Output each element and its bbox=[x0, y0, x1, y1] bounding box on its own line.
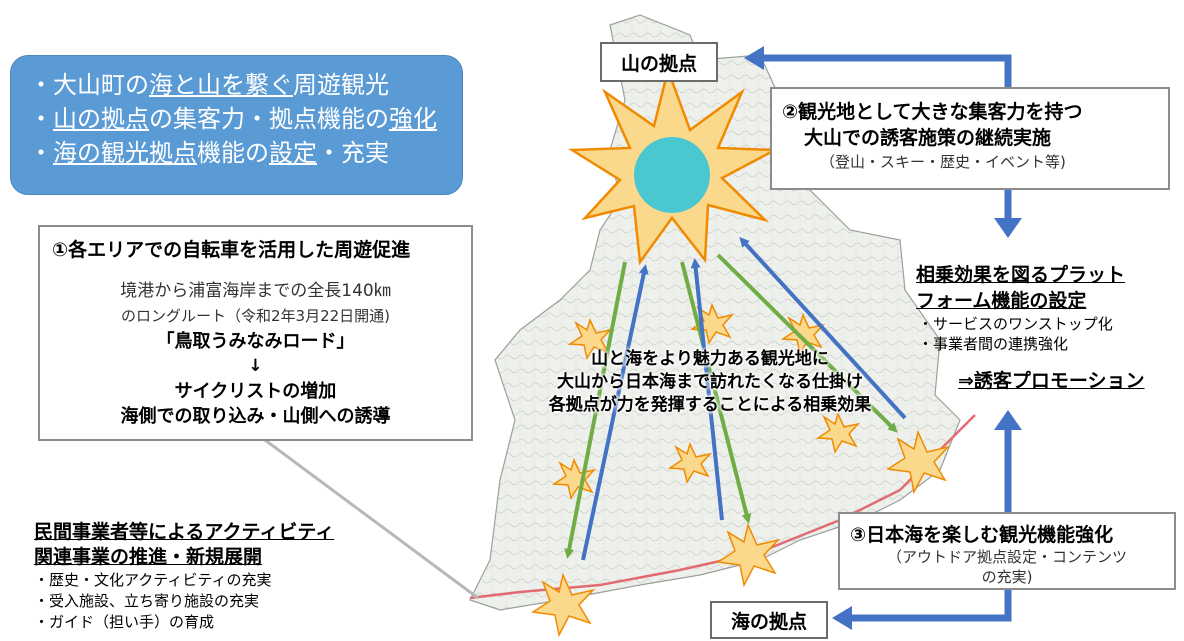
flow-arrows bbox=[564, 237, 907, 561]
platform-title-1: 相乗効果を図るプラット bbox=[916, 264, 1126, 286]
daisen-box-line-1: ②観光地として大きな集客力を持つ bbox=[782, 101, 1083, 123]
mountain-hub-label: 山の拠点 bbox=[600, 42, 718, 82]
cycling-box-road-name: 「鳥取うみなみロード」 bbox=[156, 331, 355, 352]
cycling-box: ①各エリアでの自転車を活用した周遊促進 境港から浦富海岸までの全長140㎞ のロ… bbox=[38, 225, 473, 441]
blue-arrow bbox=[581, 264, 649, 561]
small-star bbox=[667, 441, 713, 484]
sea-tourism-box-line-1: ③日本海を楽しむ観光機能強化 bbox=[850, 524, 1114, 546]
sea-star bbox=[715, 522, 781, 588]
cycling-box-line-5: 海側での取り込み・山側への誘導 bbox=[120, 406, 391, 427]
blue-arrow bbox=[739, 237, 907, 420]
center-line-2: 大山から日本海まで訪れたくなる仕掛け bbox=[557, 372, 863, 392]
activity-title-1: 民間事業者等によるアクティビティ bbox=[34, 521, 335, 543]
promotion-label: ⇒誘客プロモーション bbox=[958, 370, 1145, 392]
cycling-box-arrow: ↓ bbox=[248, 356, 263, 376]
platform-item-1: ・サービスのワンストップ化 bbox=[918, 315, 1113, 333]
platform-section: 相乗効果を図るプラット フォーム機能の設定 ・サービスのワンストップ化 ・事業者… bbox=[916, 262, 1176, 354]
activity-item-3: ・ガイド（担い手）の育成 bbox=[34, 613, 215, 631]
sea-hub-label: 海の拠点 bbox=[710, 601, 828, 639]
center-line-3: 各拠点が力を発揮することによる相乗効果 bbox=[548, 395, 872, 415]
arrow-to-sea-hub bbox=[850, 590, 1012, 622]
daisen-box-line-3: （登山・スキー・歴史・イベント等) bbox=[820, 153, 1066, 171]
activity-item-2: ・受入施設、立ち寄り施設の充実 bbox=[34, 592, 260, 610]
activity-title-2: 関連事業の推進・新規展開 bbox=[34, 546, 263, 568]
activity-item-1: ・歴史・文化アクティビティの充実 bbox=[34, 571, 272, 589]
sea-tourism-box-line-2: （アウトドア拠点設定・コンテンツ bbox=[886, 548, 1127, 566]
sea-star bbox=[885, 429, 951, 495]
platform-title-2: フォーム機能の設定 bbox=[916, 290, 1087, 312]
green-arrow bbox=[716, 253, 898, 433]
cycling-box-line-4: サイクリストの増加 bbox=[174, 381, 337, 402]
cycling-box-title: ①各エリアでの自転車を活用した周遊促進 bbox=[52, 239, 411, 261]
green-arrow bbox=[564, 261, 627, 559]
daisen-box: ②観光地として大きな集客力を持つ 大山での誘客施策の継続実施 （登山・スキー・歴… bbox=[770, 87, 1170, 190]
blue-arrow bbox=[690, 258, 724, 521]
summary-line-2: ・山の拠点の集客力・拠点機能の強化 bbox=[29, 105, 437, 133]
small-stars bbox=[530, 302, 951, 638]
activity-section: 民間事業者等によるアクティビティ 関連事業の推進・新規展開 ・歴史・文化アクティ… bbox=[34, 520, 434, 633]
cycling-box-line-1: 境港から浦富海岸までの全長140㎞ bbox=[120, 281, 391, 301]
cycling-box-line-2: のロングルート（令和2年3月22日開通) bbox=[120, 307, 391, 325]
small-star bbox=[780, 312, 826, 355]
summary-box: ・大山町の海と山を繋ぐ周遊観光 ・山の拠点の集客力・拠点機能の強化 ・海の観光拠… bbox=[10, 55, 463, 195]
green-arrow bbox=[680, 261, 752, 524]
arrow-to-mountain-hub bbox=[760, 54, 1012, 87]
sea-tourism-box-line-3: の充実) bbox=[981, 568, 1033, 586]
daisen-box-line-2: 大山での誘客施策の継続実施 bbox=[804, 127, 1052, 149]
box-arrows bbox=[264, 46, 1022, 630]
summary-line-1: ・大山町の海と山を繋ぐ周遊観光 bbox=[29, 71, 389, 99]
platform-item-2: ・事業者間の連携強化 bbox=[918, 335, 1069, 353]
sea-star bbox=[530, 572, 596, 638]
box1-connector bbox=[264, 438, 479, 600]
summary-line-3: ・海の観光拠点機能の設定・充実 bbox=[29, 139, 389, 167]
center-message: 山と海をより魅力ある観光地に 大山から日本海まで訪れたくなる仕掛け 各拠点が力を… bbox=[520, 348, 900, 417]
sea-tourism-box: ③日本海を楽しむ観光機能強化 （アウトドア拠点設定・コンテンツ の充実) bbox=[838, 512, 1176, 590]
mountain-circle bbox=[634, 137, 710, 213]
center-line-1: 山と海をより魅力ある観光地に bbox=[591, 349, 829, 369]
small-star bbox=[551, 457, 597, 500]
small-star bbox=[815, 411, 861, 454]
